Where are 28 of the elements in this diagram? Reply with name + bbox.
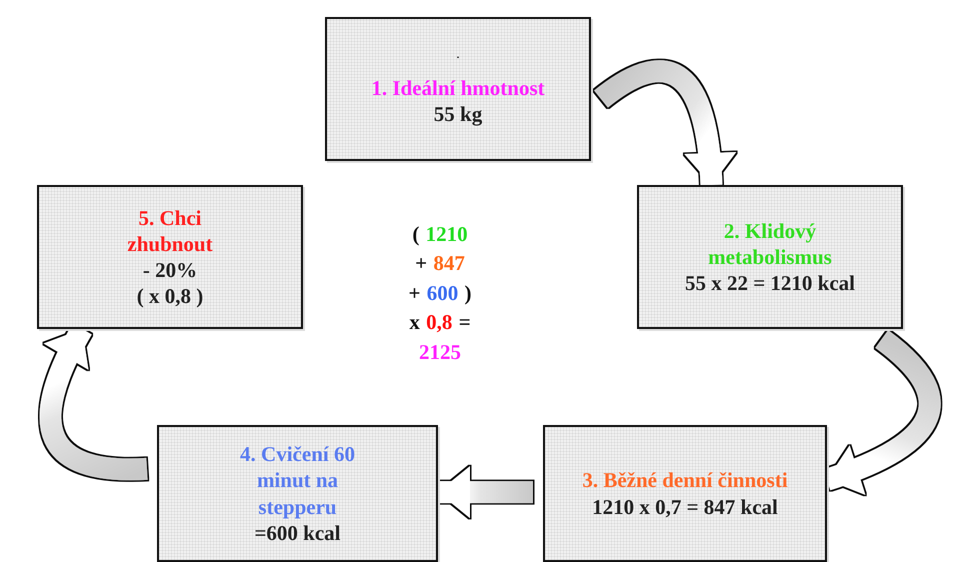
formula-term: 1210	[426, 221, 468, 248]
step-value: 1. Ideální hmotnost	[371, 74, 545, 101]
step-value: ( x 0,8 )	[136, 283, 204, 310]
formula-term: 600	[426, 280, 458, 307]
step-title: 5. Chci zhubnout	[126, 204, 214, 257]
step-value: 55 kg	[434, 101, 482, 128]
step-value: 1210 x 0,7 = 847 kcal	[592, 494, 778, 520]
formula-term: )	[464, 280, 472, 307]
dot-mark: .	[456, 50, 460, 61]
step-box	[157, 425, 438, 562]
step-box	[325, 17, 591, 161]
step-box	[637, 185, 903, 329]
step-title: 4. Cvičení 60 minut na stepperu	[239, 441, 356, 520]
formula-term: 847	[433, 250, 465, 278]
formula-term: +	[415, 250, 428, 278]
step-value: 55 x 22 = 1210 kcal	[684, 270, 856, 296]
step-title: 3. Běžné denní činnosti	[582, 467, 788, 494]
step-box	[543, 425, 827, 562]
step-value: - 20%	[142, 257, 198, 284]
formula-term: 2125	[419, 338, 461, 366]
step-box	[37, 185, 303, 329]
step-value: =600 kcal	[254, 520, 341, 546]
formula-term: x	[409, 309, 420, 336]
formula-term: 0,8	[426, 309, 452, 336]
formula-term: =	[458, 309, 471, 336]
formula-term: (	[412, 221, 420, 248]
step-title: 2. Klidový metabolismus	[707, 218, 833, 270]
formula-term: +	[408, 280, 420, 307]
